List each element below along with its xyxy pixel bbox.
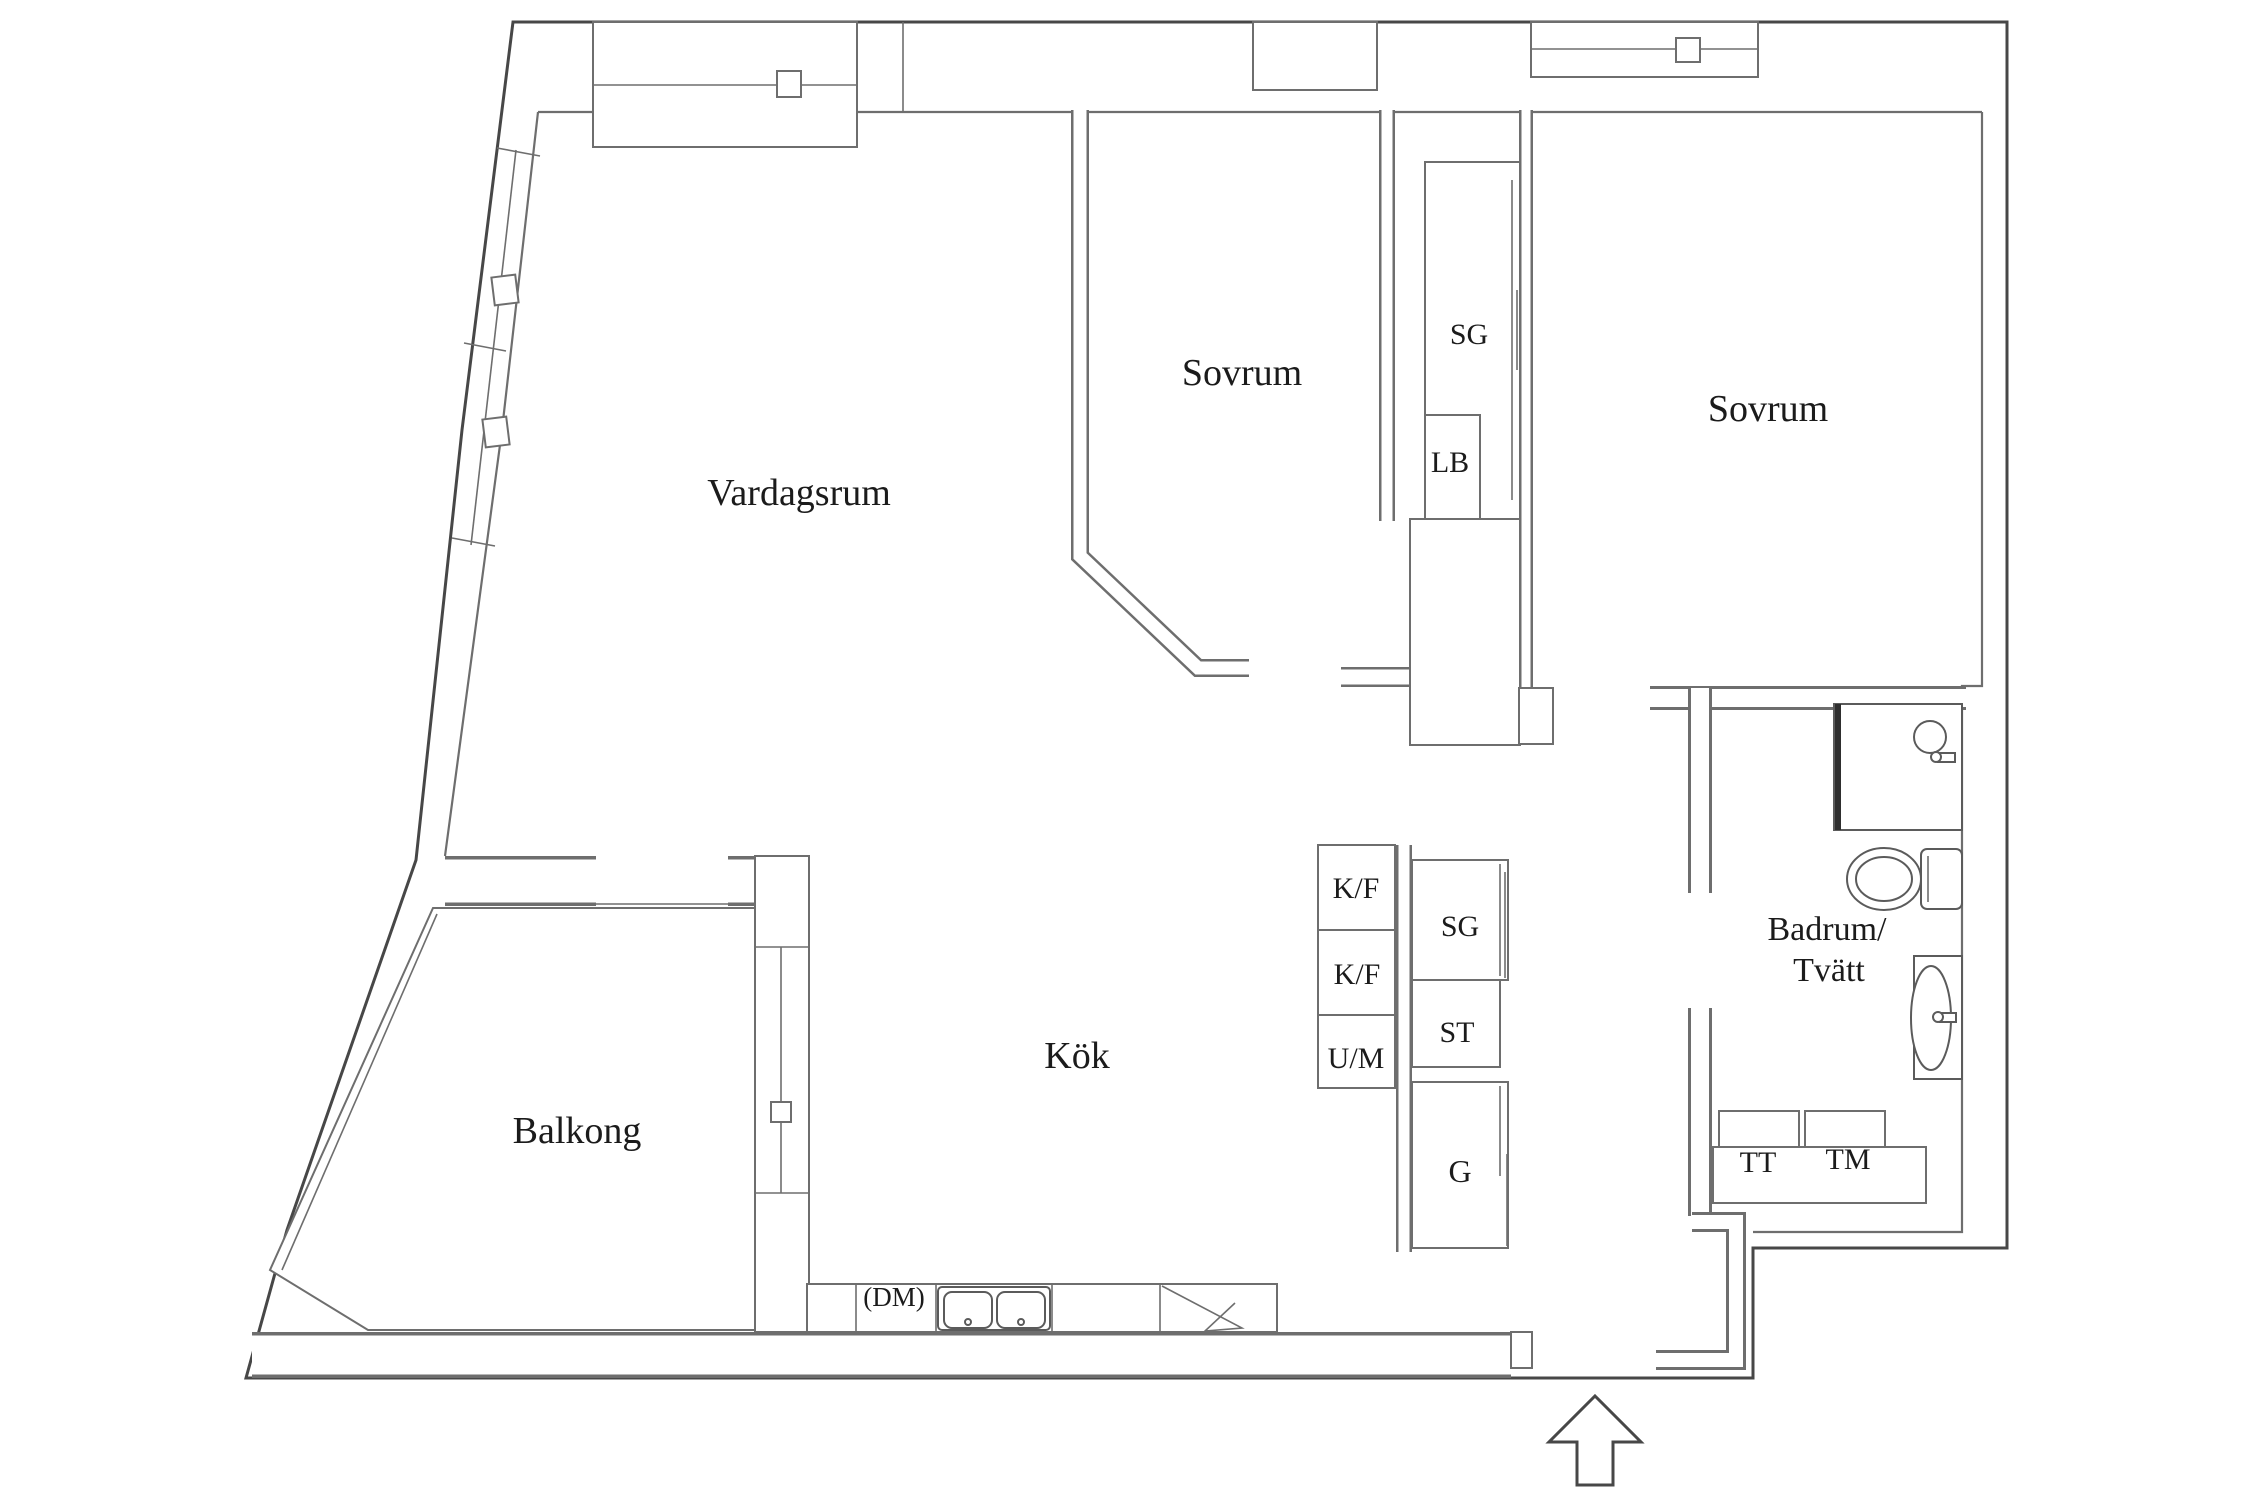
room-label-sovrum-top: Sovrum <box>1182 352 1302 394</box>
closet-sg-lb <box>1424 161 1521 520</box>
window-glyph-square <box>490 273 520 307</box>
closet-lb-box <box>1424 414 1481 520</box>
tag-sg-kitchen: SG <box>1441 910 1479 943</box>
walls <box>252 110 1966 1378</box>
cabinet-kf-2 <box>1317 929 1396 1016</box>
tag-kf-bottom: K/F <box>1334 958 1381 991</box>
bathroom <box>1712 703 1963 1204</box>
room-label-sovrum-right: Sovrum <box>1708 388 1828 430</box>
stove <box>1161 1285 1245 1332</box>
tag-dm: (DM) <box>863 1282 925 1312</box>
balcony-kitchen-wall <box>754 855 810 1333</box>
room-label-badrum-line1: Badrum/ <box>1768 911 1888 948</box>
window-glyph-square <box>776 70 802 98</box>
wall-shaft <box>1409 518 1521 746</box>
appliance-tm-box <box>1804 1110 1886 1148</box>
shower-drain <box>1913 720 1947 754</box>
window-glyph-square <box>481 415 511 449</box>
window-sovrum-top <box>1252 21 1378 91</box>
tag-g: G <box>1448 1153 1471 1189</box>
room-label-kok: Kök <box>1044 1035 1109 1077</box>
toilet-tank <box>1920 848 1963 910</box>
left-wall-windows <box>451 147 541 547</box>
tag-um: U/M <box>1328 1042 1385 1075</box>
tag-closet-sg-top: SG <box>1450 318 1488 351</box>
shower <box>1833 703 1963 831</box>
tag-kf-top: K/F <box>1333 872 1380 905</box>
labels: Vardagsrum Sovrum Sovrum Kök Balkong Bad… <box>513 318 1887 1312</box>
entry-arrow <box>1545 1393 1645 1487</box>
window-glyph-square <box>1675 37 1701 63</box>
cabinet-kf-1 <box>1317 844 1396 931</box>
tag-closet-lb: LB <box>1431 446 1469 479</box>
room-label-badrum-line2: Tvätt <box>1793 952 1865 989</box>
top-windows <box>592 21 1759 148</box>
tag-tt: TT <box>1740 1146 1777 1179</box>
laundry-counter <box>1712 1146 1927 1204</box>
balcony-railing <box>281 913 438 1271</box>
cabinet-um <box>1317 1014 1396 1089</box>
closet-st-box <box>1411 979 1501 1068</box>
appliance-tt-box <box>1718 1110 1800 1148</box>
closet-g-box <box>1411 1081 1509 1249</box>
entry-step <box>1510 1331 1533 1369</box>
balcony <box>268 907 756 1331</box>
tag-tm: TM <box>1826 1143 1871 1176</box>
wall-jamb-stub <box>1518 687 1554 745</box>
room-label-vardagsrum: Vardagsrum <box>707 472 891 514</box>
kitchen-cabinets <box>1317 844 1509 1249</box>
kitchen-counter <box>806 1283 1278 1333</box>
balcony-floor <box>268 907 756 1331</box>
tag-st: ST <box>1439 1016 1474 1049</box>
room-label-balkong: Balkong <box>513 1110 642 1152</box>
window-glyph-square <box>770 1101 792 1123</box>
closet-sg-kitchen-box <box>1411 859 1509 981</box>
